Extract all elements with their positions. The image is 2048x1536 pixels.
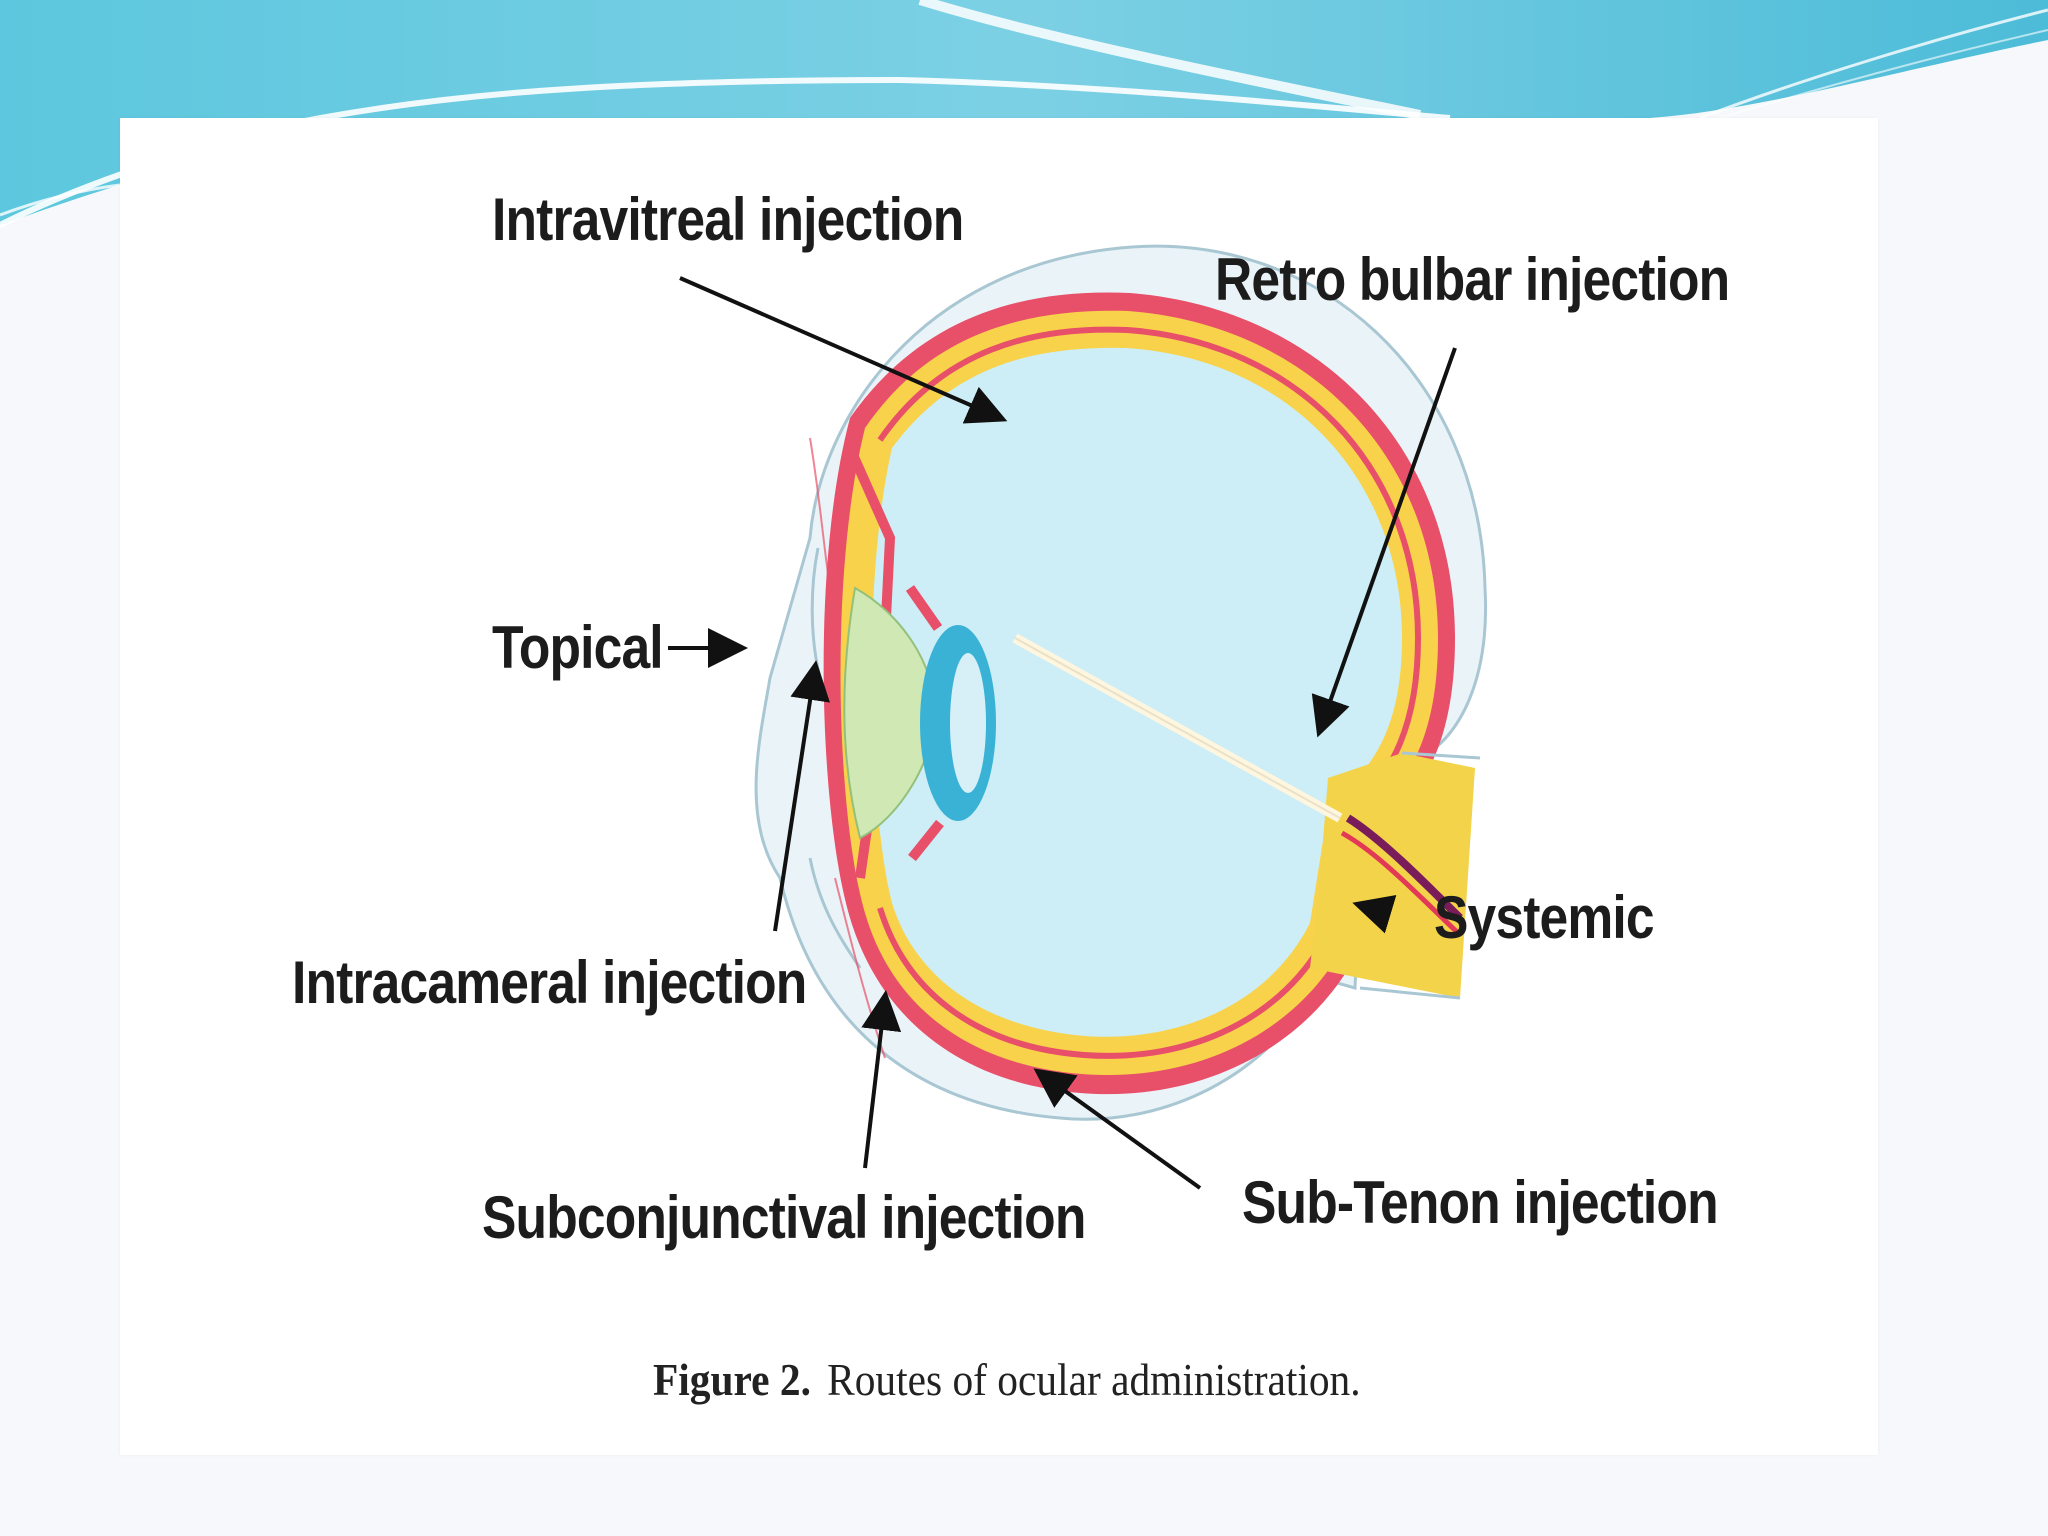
- arrow-intravitreal: [679, 276, 1008, 424]
- arrow-sub-tenon: [1033, 1068, 1202, 1190]
- eye-diagram: [668, 244, 1488, 1190]
- arrow-subconjunctival: [861, 990, 902, 1169]
- figure-caption-label: Figure 2.: [653, 1354, 811, 1405]
- figure-panel: Intravitreal injection Retro bulbar inje…: [120, 118, 1878, 1455]
- vitreous-body: [871, 347, 1402, 1037]
- label-subconjunctival-injection: Subconjunctival injection: [482, 1184, 1086, 1251]
- label-intravitreal-injection: Intravitreal injection: [492, 186, 964, 253]
- figure-caption-text: Routes of ocular administration.: [827, 1354, 1361, 1405]
- figure-caption: Figure 2. Routes of ocular administration…: [653, 1353, 1361, 1406]
- optic-nerve: [1310, 753, 1475, 998]
- label-systemic: Systemic: [1434, 884, 1655, 951]
- arrow-retro-bulbar: [1311, 347, 1457, 738]
- arrow-intracameral: [773, 660, 830, 932]
- label-sub-tenon-injection: Sub-Tenon injection: [1242, 1169, 1719, 1236]
- label-retro-bulbar-injection: Retro bulbar injection: [1215, 246, 1730, 313]
- label-intracameral-injection: Intracameral injection: [292, 949, 807, 1016]
- cornea: [843, 586, 937, 840]
- arrow-systemic: [1352, 895, 1397, 934]
- label-topical: Topical: [492, 614, 664, 681]
